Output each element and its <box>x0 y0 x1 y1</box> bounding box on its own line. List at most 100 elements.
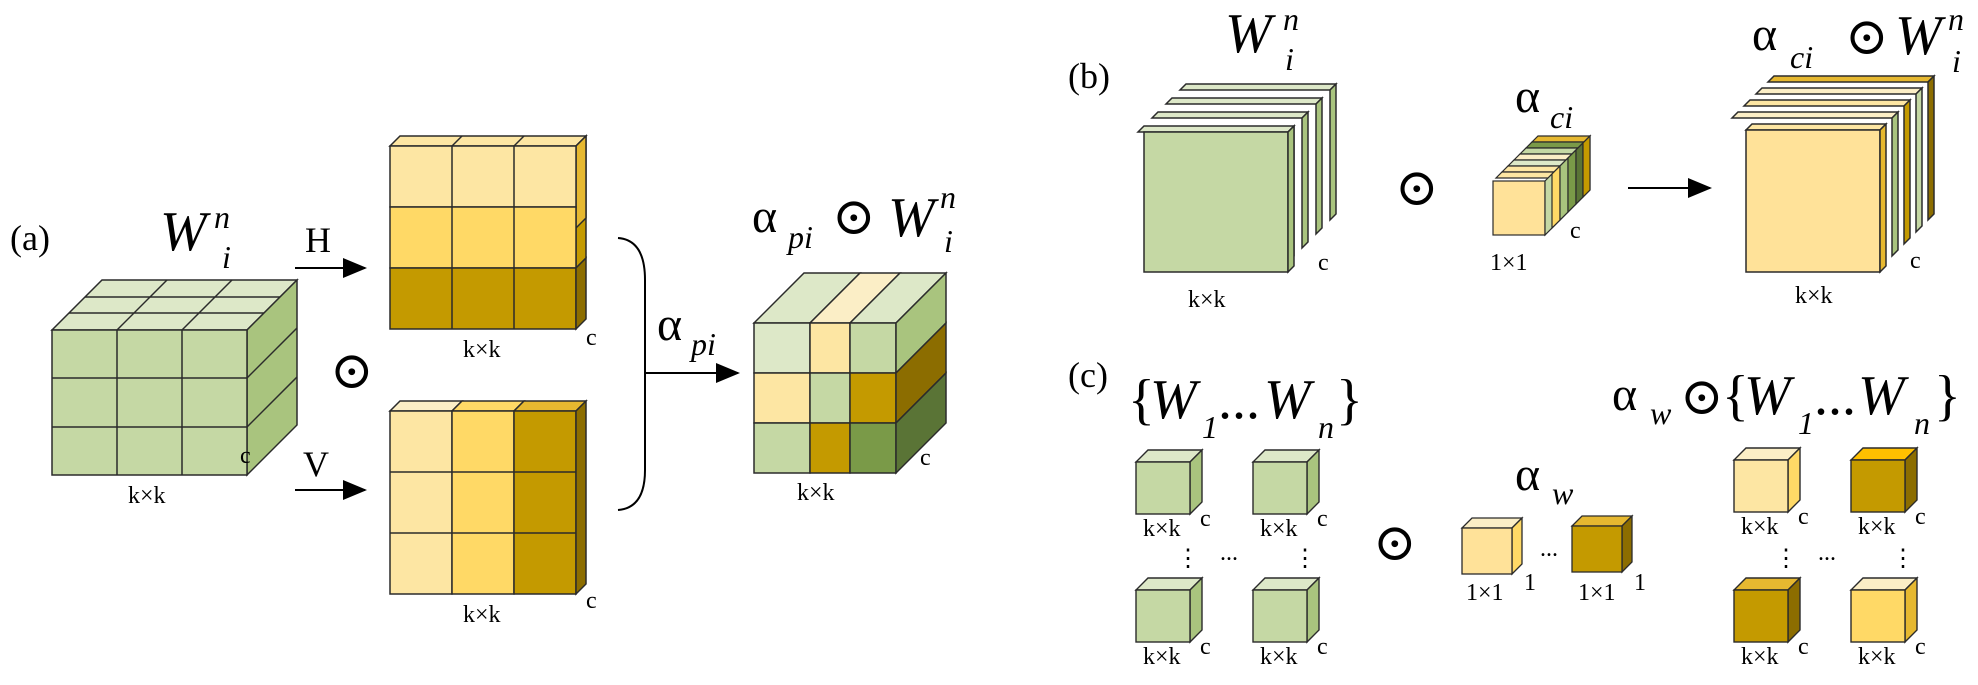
vertical-ellipsis: ⋮ <box>1176 546 1200 572</box>
one-by-one-label: 1×1 <box>1578 580 1616 606</box>
kernel-cube-green <box>50 278 299 477</box>
svg-text:ci: ci <box>1550 99 1573 135</box>
c-label: c <box>586 325 597 351</box>
kernel-attention-scalar <box>1570 514 1634 574</box>
svg-text:}: } <box>1336 369 1363 431</box>
svg-text:i: i <box>1285 41 1294 77</box>
c-label: c <box>1318 250 1329 276</box>
svg-text:...: ... <box>1814 365 1856 427</box>
kxk-label: k×k <box>1260 644 1298 670</box>
c-label: c <box>1317 506 1328 532</box>
svg-text:{: { <box>1128 369 1155 431</box>
channel-weighted-kernel-stack <box>1730 74 1936 274</box>
weight-label-b: W i n <box>1225 1 1299 77</box>
svg-text:n: n <box>214 199 230 235</box>
kxk-label: k×k <box>128 483 166 509</box>
kxk-label: k×k <box>463 602 501 628</box>
vertical-attention-map <box>388 399 588 596</box>
svg-text:W: W <box>1895 5 1946 67</box>
H-label: H <box>305 220 331 260</box>
attention-weighted-kernel-cube <box>752 271 948 475</box>
kxk-label: k×k <box>1858 644 1896 670</box>
one-by-one-label: 1×1 <box>1490 250 1528 276</box>
svg-text:α: α <box>1515 70 1540 123</box>
kernel-cube-green <box>1251 448 1321 516</box>
kxk-label: k×k <box>1143 644 1181 670</box>
svg-text:1: 1 <box>1798 405 1814 441</box>
svg-text:α: α <box>1515 448 1540 501</box>
svg-text:}: } <box>1934 365 1961 427</box>
svg-text:W: W <box>888 187 939 249</box>
weighted-kernel-cube <box>1849 576 1919 644</box>
panel-c: (c) { W 1 ... W n } <box>1068 355 1961 670</box>
svg-text:W: W <box>1264 369 1315 431</box>
svg-text:W: W <box>1744 365 1795 427</box>
weighted-kernel-cube <box>1732 446 1802 514</box>
c-label: c <box>1798 634 1809 660</box>
c-label: c <box>920 445 931 471</box>
c-label: c <box>1200 634 1211 660</box>
svg-text:i: i <box>1952 43 1961 79</box>
svg-text:⊙: ⊙ <box>1680 369 1724 426</box>
horizontal-ellipsis: ... <box>1540 536 1558 562</box>
horizontal-ellipsis: ... <box>1818 540 1836 566</box>
kxk-label: k×k <box>1741 644 1779 670</box>
svg-text:...: ... <box>1218 369 1260 431</box>
odot-operator-b: ⊙ <box>1395 160 1439 217</box>
c-label: c <box>1798 504 1809 530</box>
kernel-set-label: { W 1 ... W n } <box>1128 369 1363 445</box>
svg-text:α: α <box>657 298 682 351</box>
alpha-w-label: α w <box>1515 448 1574 511</box>
one-by-one-label: 1×1 <box>1466 580 1504 606</box>
odot-operator-c: ⊙ <box>1373 515 1417 572</box>
kxk-label: k×k <box>1260 516 1298 542</box>
svg-text:n: n <box>1283 1 1299 37</box>
kxk-label: k×k <box>797 480 835 506</box>
kxk-label: k×k <box>1795 283 1833 309</box>
vertical-ellipsis: ⋮ <box>1293 546 1317 572</box>
panel-b: (b) W i n k×k c ⊙ α ci <box>1068 1 1964 313</box>
c-label: c <box>1910 248 1921 274</box>
c-label: c <box>1570 218 1581 244</box>
svg-text:i: i <box>944 223 953 259</box>
svg-text:pi: pi <box>689 326 716 362</box>
kernel-stack-green <box>1136 82 1338 274</box>
weighted-kernel-cube <box>1732 576 1802 644</box>
kxk-label: k×k <box>1188 287 1226 313</box>
svg-text:i: i <box>222 239 231 275</box>
c-label: c <box>1915 504 1926 530</box>
c-label: c <box>1915 634 1926 660</box>
vertical-ellipsis: ⋮ <box>1774 546 1798 572</box>
kernel-cube-green <box>1134 448 1204 516</box>
one-label: 1 <box>1634 570 1646 596</box>
combine-bracket <box>617 237 646 511</box>
output-label-b: α ci ⊙ W i n <box>1752 1 1964 79</box>
svg-text:α: α <box>1612 368 1637 421</box>
c-label: c <box>240 443 251 469</box>
svg-text:W: W <box>1225 3 1276 65</box>
svg-text:W: W <box>1150 369 1201 431</box>
panel-a: (a) W i n k×k c H V <box>10 134 956 628</box>
svg-text:n: n <box>1318 409 1334 445</box>
alpha-pi-label: α pi <box>657 298 716 362</box>
weighted-kernel-cube <box>1849 446 1919 514</box>
svg-text:n: n <box>1914 405 1930 441</box>
one-label: 1 <box>1524 570 1536 596</box>
svg-text:n: n <box>940 179 956 215</box>
svg-text:w: w <box>1650 395 1672 431</box>
svg-text:⊙: ⊙ <box>1845 9 1889 66</box>
svg-text:w: w <box>1552 475 1574 511</box>
horizontal-attention-map <box>388 134 588 331</box>
output-label-a: α pi ⊙ W i n <box>752 179 956 259</box>
panel-a-label: (a) <box>10 218 50 258</box>
svg-text:⊙: ⊙ <box>832 189 876 246</box>
svg-text:ci: ci <box>1790 39 1813 75</box>
svg-text:pi: pi <box>786 219 813 255</box>
panel-b-label: (b) <box>1068 56 1110 96</box>
svg-text:1: 1 <box>1202 409 1218 445</box>
horizontal-ellipsis: ... <box>1220 540 1238 566</box>
kxk-label: k×k <box>1741 514 1779 540</box>
svg-text:α: α <box>752 190 777 243</box>
vertical-ellipsis: ⋮ <box>1891 546 1915 572</box>
